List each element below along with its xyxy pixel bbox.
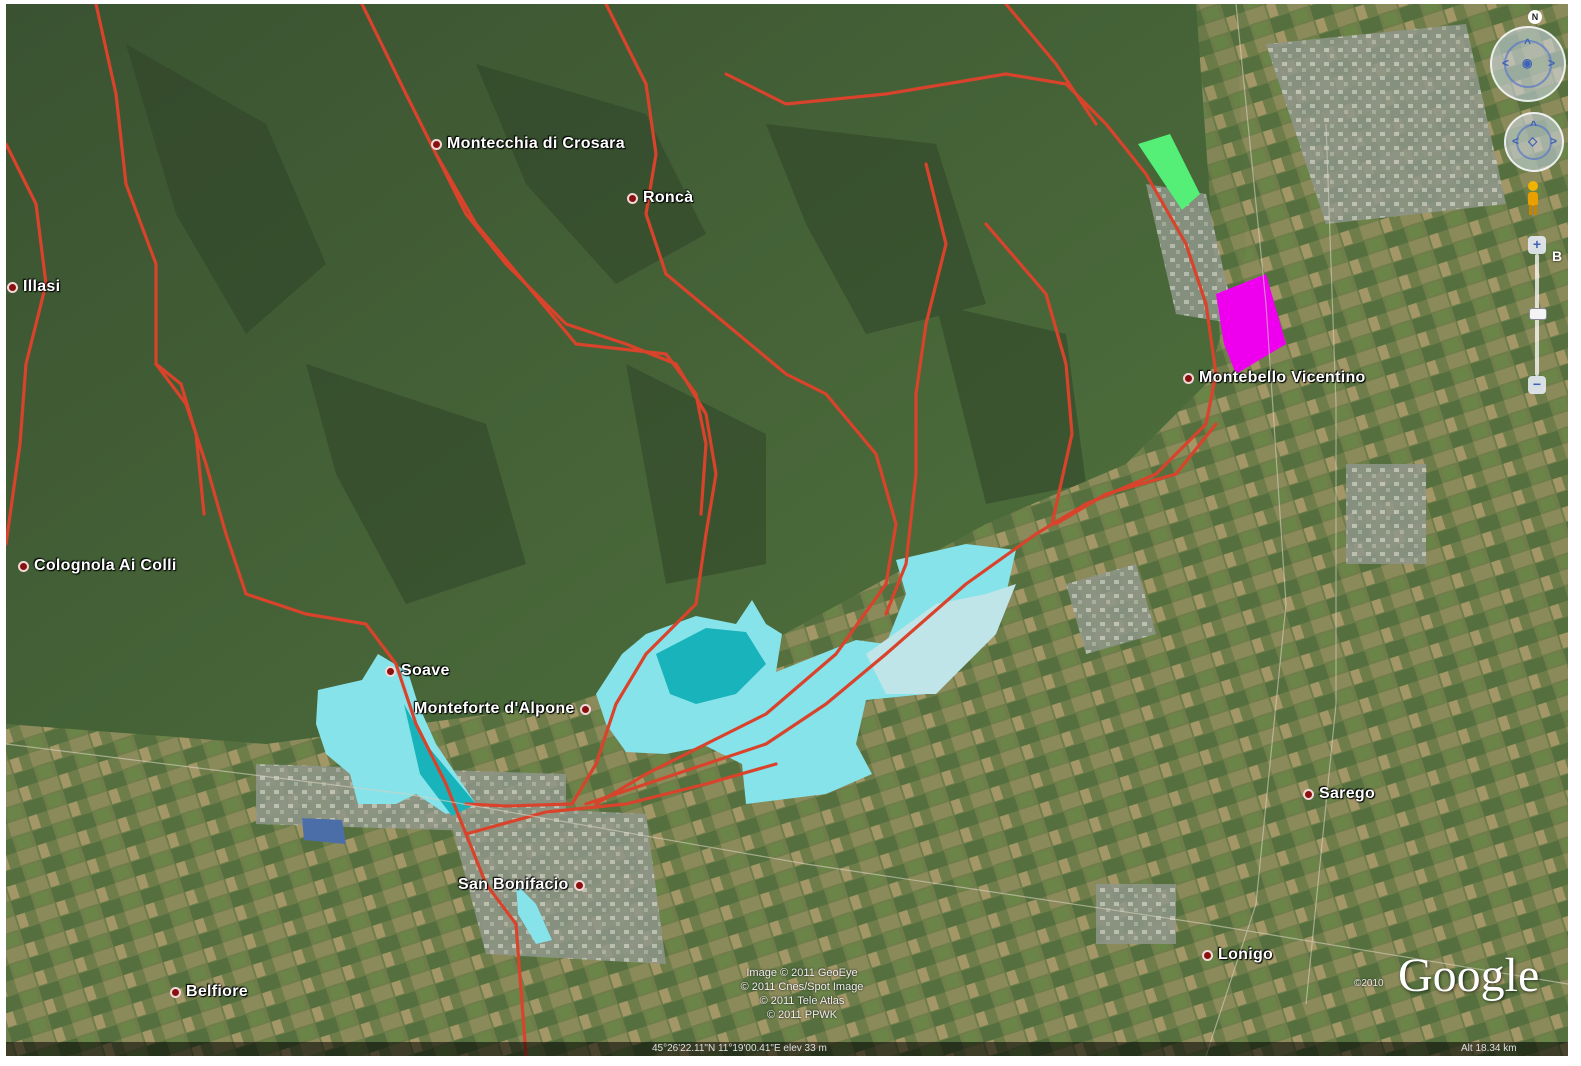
credit-line: © 2011 Tele Atlas [759,995,845,1007]
place-monteforte[interactable]: Monteforte d'Alpone [414,700,591,718]
flood-area-soave-dark [404,704,476,816]
zoom-out-button[interactable]: − [1528,376,1546,394]
move-right-icon[interactable]: > [1550,134,1558,148]
move-ring [1516,124,1552,160]
flood-area-east-pale [866,584,1016,694]
place-label: Roncà [643,189,694,206]
place-lonigo[interactable]: Lonigo [1202,946,1273,964]
ridge-shading [126,44,1086,604]
place-marker-icon [7,281,18,293]
move-center-icon: ◇ [1528,134,1538,148]
place-label: San Bonifacio [458,876,569,893]
place-label: Montebello Vicentino [1199,369,1366,386]
place-ronca[interactable]: Roncà [627,189,693,207]
look-left-icon[interactable]: < [1502,56,1510,70]
area-blue [302,818,346,844]
look-ring [1504,40,1552,88]
place-label: Lonigo [1218,946,1274,963]
zoom-slider[interactable]: + − [1526,236,1548,396]
place-sarego[interactable]: Sarego [1303,785,1375,803]
credit-line: Image © 2011 GeoEye [746,967,858,979]
place-label: Montecchia di Crosara [447,135,625,152]
altitude-readout: Alt 18.34 km [1461,1043,1517,1054]
place-illasi[interactable]: Illasi [7,278,60,296]
satellite-terrain [6,4,1568,1056]
place-marker-icon [170,986,181,998]
pegman-icon[interactable] [1524,180,1542,216]
place-colognola[interactable]: Colognola Ai Colli [18,557,177,575]
coordinates-readout: 45°26'22.11"N 11°19'00.41"E elev 33 m [652,1043,827,1054]
status-bar: 45°26'22.11"N 11°19'00.41"E elev 33 m Al… [6,1042,1568,1056]
minor-roads [6,4,1568,1056]
place-label: Sarego [1319,785,1376,802]
look-up-icon[interactable]: ^ [1524,36,1532,50]
place-marker-icon [385,665,396,677]
place-marker-icon [1303,788,1314,800]
place-belfiore[interactable]: Belfiore [170,983,248,1001]
place-label: Soave [401,662,450,679]
place-label: Belfiore [186,983,248,1000]
edge-place-label: B [1552,248,1563,264]
place-sanbonifacio[interactable]: San Bonifacio [458,876,585,894]
urban-areas [256,24,1506,964]
place-marker-icon [18,560,29,572]
place-label: Illasi [23,278,61,295]
place-marker-icon [1183,372,1194,384]
place-marker-icon [573,879,585,891]
place-marker-icon [1202,949,1213,961]
move-left-icon[interactable]: < [1512,134,1520,148]
logo-year: ©2010 [1354,978,1384,989]
area-green [1138,134,1200,210]
look-right-icon[interactable]: > [1548,56,1556,70]
map-view[interactable]: Montecchia di Crosara Roncà Illasi Monte… [6,4,1568,1056]
credit-line: © 2011 PPWK [766,1009,838,1021]
place-soave[interactable]: Soave [385,662,450,680]
road-network [6,4,1218,1056]
credit-line: © 2011 Cnes/Spot Image [740,981,864,993]
place-montecchia[interactable]: Montecchia di Crosara [431,135,625,153]
google-logo: Google [1398,949,1540,1002]
place-label: Monteforte d'Alpone [414,700,575,717]
zoom-thumb[interactable] [1529,308,1547,320]
flood-area-south [516,884,552,944]
place-label: Colognola Ai Colli [34,557,177,574]
place-montebello[interactable]: Montebello Vicentino [1183,369,1366,387]
eye-icon: ◉ [1522,56,1533,70]
place-marker-icon [579,703,591,715]
flood-areas [316,544,1016,944]
place-marker-icon [627,192,638,204]
move-up-icon[interactable]: ^ [1530,118,1538,132]
imagery-credits: Image © 2011 GeoEye © 2011 Cnes/Spot Ima… [712,966,892,1022]
north-indicator-icon[interactable]: N [1528,10,1542,24]
zoom-in-button[interactable]: + [1528,236,1546,254]
place-marker-icon [431,138,442,150]
move-control[interactable]: ^ < > ◇ [1504,112,1564,172]
look-control[interactable]: ^ < > ◉ [1490,26,1566,102]
flood-area-alpone-dark [656,628,766,704]
